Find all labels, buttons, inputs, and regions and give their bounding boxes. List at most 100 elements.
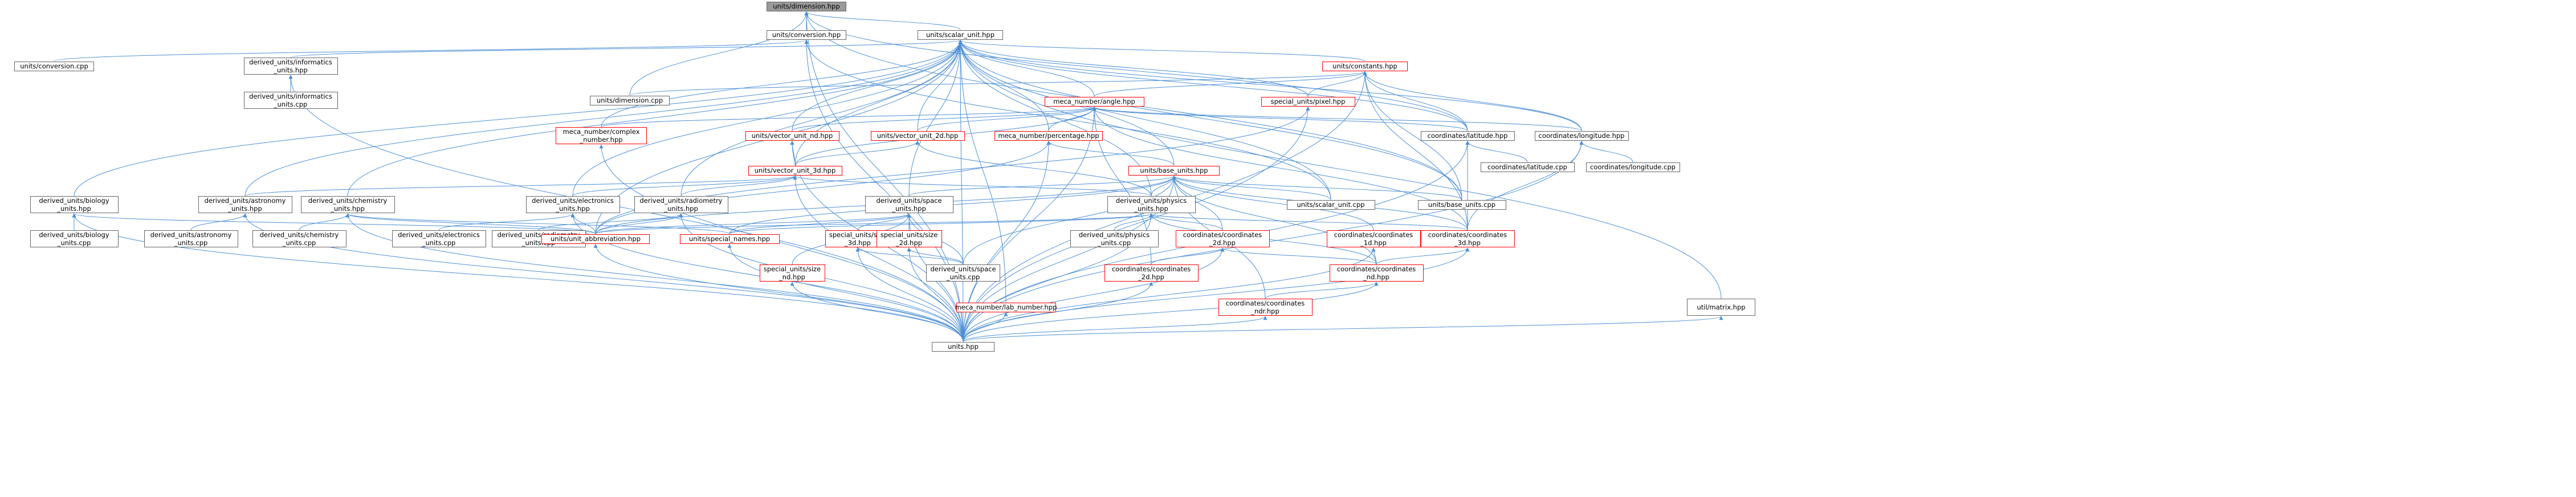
node-c1d[interactable]: coordinates/coordinates _1d.hpp [1326, 230, 1421, 247]
edge-su-to-matrix [958, 39, 1722, 299]
node-info[interactable]: derived_units/informatics _units.hpp [243, 58, 338, 75]
edge-astro-to-astrocpp [190, 213, 247, 231]
node-pixel[interactable]: special_units/pixel.hpp [1261, 96, 1355, 107]
edge-angle-to-complex [601, 106, 1097, 128]
edge-angle-to-units [963, 106, 1097, 342]
node-phys[interactable]: derived_units/physics _units.hpp [1107, 196, 1196, 213]
edge-pixel-to-units [963, 106, 1310, 342]
edge-su-to-astro [244, 39, 963, 197]
edge-pct-to-base [1046, 140, 1175, 166]
node-bio[interactable]: derived_units/biology _units.hpp [30, 196, 119, 213]
edge-su-to-const [958, 39, 1366, 62]
edge-chem-to-special [345, 213, 730, 234]
edge-s3d-to-spacecpp [855, 247, 964, 265]
edge-conv-to-convcpp [54, 39, 809, 62]
edge-v3d-to-units [793, 175, 964, 342]
node-cnd[interactable]: coordinates/coordinates _nd.hpp [1329, 264, 1424, 282]
node-pct[interactable]: meca_number/percentage.hpp [994, 131, 1103, 141]
edge-su-to-info [290, 39, 962, 58]
node-angle[interactable]: meca_number/angle.hpp [1044, 96, 1144, 107]
node-eleccpp[interactable]: derived_units/electronics _units.cpp [392, 230, 486, 247]
edge-lab-to-units [963, 312, 1008, 342]
node-chem[interactable]: derived_units/chemistry _units.hpp [300, 196, 395, 213]
node-units[interactable]: units.hpp [932, 341, 994, 352]
node-biocpp[interactable]: derived_units/biology _units.cpp [30, 230, 119, 247]
node-v2d[interactable]: units/vector_unit_2d.hpp [870, 131, 965, 141]
edge-v3d-to-astro [244, 175, 797, 197]
node-astrocpp[interactable]: derived_units/astronomy _units.cpp [144, 230, 238, 247]
node-s2d[interactable]: special_units/size _2d.hpp [876, 230, 942, 247]
edge-su-to-lab [958, 39, 1006, 303]
node-special[interactable]: units/special_names.hpp [679, 234, 780, 244]
node-vnd[interactable]: units/vector_unit_nd.hpp [745, 131, 839, 141]
node-sucpp[interactable]: units/scalar_unit.cpp [1286, 199, 1375, 210]
edge-c2dd-to-units [963, 282, 1154, 342]
edge-conv-to-sucpp [804, 39, 1331, 200]
edge-s2d-to-spacecpp [907, 247, 964, 265]
edge-su-to-lon [958, 39, 1582, 131]
edge-chem-to-units [345, 213, 964, 342]
node-conv[interactable]: units/conversion.hpp [767, 30, 846, 40]
edge-base-to-space [908, 175, 1176, 197]
edge-complex-to-units [599, 144, 964, 342]
node-radiocpp[interactable]: derived_units/radiometry _units.cpp [491, 230, 586, 247]
node-c3d[interactable]: coordinates/coordinates _3d.hpp [1420, 230, 1515, 247]
edge-const-to-lon [1363, 71, 1582, 131]
node-v3d[interactable]: units/vector_unit_3d.hpp [748, 165, 842, 176]
edge-v2d-to-v3d [794, 140, 920, 166]
edge-base-to-cnd [1172, 175, 1377, 265]
node-elec[interactable]: derived_units/electronics _units.hpp [525, 196, 620, 213]
edge-space-to-abbr [595, 213, 911, 234]
edge-s2d-to-units [907, 247, 964, 342]
edge-bio-to-abbr [72, 213, 596, 234]
node-const[interactable]: units/constants.hpp [1322, 61, 1408, 71]
edge-conv-to-units [804, 39, 964, 342]
node-infocpp[interactable]: derived_units/informatics _units.cpp [243, 92, 338, 109]
node-loncpp[interactable]: coordinates/longitude.cpp [1585, 162, 1680, 172]
edge-angle-to-lat [1092, 106, 1468, 131]
node-lat[interactable]: coordinates/latitude.hpp [1420, 131, 1515, 141]
edge-su-to-pixel [958, 39, 1309, 97]
node-base[interactable]: units/base_units.hpp [1128, 165, 1220, 176]
edge-angle-to-v2d [917, 106, 1097, 131]
edge-base-to-c1d [1172, 175, 1374, 231]
node-astro[interactable]: derived_units/astronomy _units.hpp [198, 196, 292, 213]
edge-su-to-sucpp [958, 39, 1331, 200]
edge-elec-to-eleccpp [438, 213, 575, 231]
node-convcpp[interactable]: units/conversion.cpp [14, 61, 94, 71]
edge-angle-to-vnd [792, 106, 1097, 131]
edge-su-to-v2d [917, 39, 963, 131]
edge-c2d-to-c2dd [1151, 247, 1225, 265]
node-dim[interactable]: units/dimension.hpp [767, 1, 846, 11]
edge-v3d-to-radio [680, 175, 797, 197]
edge-c3d-to-cnd [1376, 247, 1470, 265]
node-lab[interactable]: meca_number/lab_number.hpp [955, 302, 1057, 312]
node-cndr[interactable]: coordinates/coordinates _ndr.hpp [1218, 299, 1313, 316]
edge-su-to-basecpp [958, 39, 1462, 200]
edge-const-to-angle [1094, 71, 1367, 97]
node-abbr[interactable]: units/unit_abbreviation.hpp [541, 234, 650, 244]
node-complex[interactable]: meca_number/complex _number.hpp [556, 127, 647, 144]
node-dimcpp[interactable]: units/dimension.cpp [590, 95, 670, 105]
node-c2d[interactable]: coordinates/coordinates _2d.hpp [1175, 230, 1270, 247]
edge-const-to-basecpp [1363, 71, 1462, 200]
node-matrix[interactable]: util/matrix.hpp [1687, 299, 1755, 316]
node-su[interactable]: units/scalar_unit.hpp [918, 30, 1003, 40]
node-spacecpp[interactable]: derived_units/space _units.cpp [926, 264, 1000, 282]
edge-su-to-lat [958, 39, 1468, 131]
node-chemcpp[interactable]: derived_units/chemistry _units.cpp [252, 230, 347, 247]
node-radio[interactable]: derived_units/radiometry _units.hpp [634, 196, 728, 213]
edge-snd-to-units [790, 282, 964, 342]
edge-radio-to-abbr [595, 213, 683, 234]
node-physcpp[interactable]: derived_units/physics _units.cpp [1070, 230, 1159, 247]
node-latcpp[interactable]: coordinates/latitude.cpp [1480, 162, 1575, 172]
node-c2dd[interactable]: coordinates/coordinates _2d.hpp [1104, 264, 1199, 282]
edge-v3d-to-phys [793, 175, 1152, 197]
node-snd[interactable]: special_units/size _nd.hpp [759, 264, 825, 282]
edge-radio-to-radiocpp [538, 213, 683, 231]
edge-c2d-to-cnd [1220, 247, 1377, 265]
node-lon[interactable]: coordinates/longitude.hpp [1534, 131, 1629, 141]
node-basecpp[interactable]: units/base_units.cpp [1417, 199, 1506, 210]
node-space[interactable]: derived_units/space _units.hpp [865, 196, 953, 213]
